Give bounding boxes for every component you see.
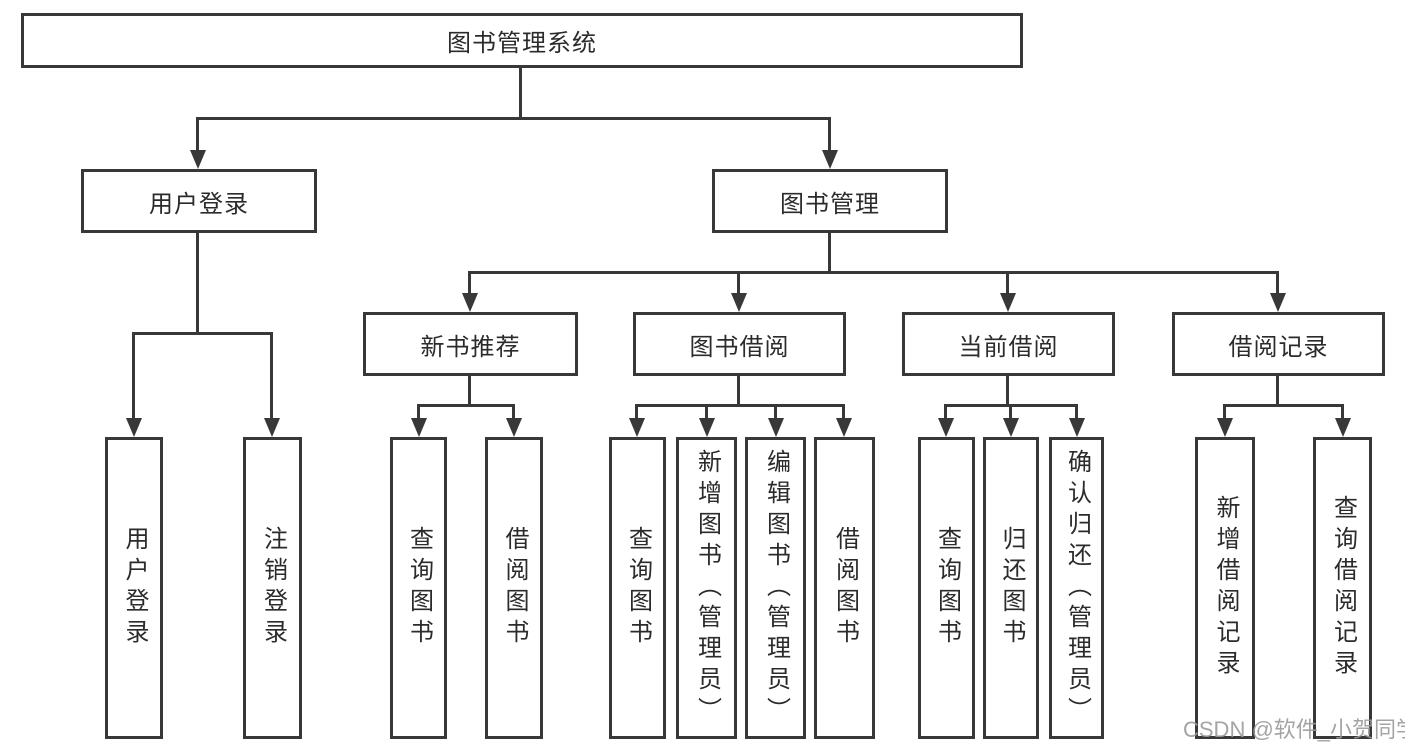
connector-line — [1006, 374, 1009, 407]
leaf-label: 用户登录 — [121, 526, 148, 650]
leaf-current-search-book: 查询图书 — [918, 437, 975, 739]
leaf-label: 新增借阅记录 — [1212, 495, 1239, 681]
leaf-label: 新增图书（管理员） — [693, 448, 721, 728]
arrow-down-icon — [1000, 293, 1016, 312]
leaf-recommend-search-book: 查询图书 — [390, 437, 447, 739]
arrow-down-icon — [836, 418, 852, 437]
arrow-down-icon — [768, 418, 784, 437]
leaf-logout: 注销登录 — [243, 437, 302, 739]
connector-line — [196, 230, 199, 335]
connector-line — [842, 404, 845, 424]
connector-line — [828, 117, 831, 153]
connector-line — [132, 332, 135, 422]
leaf-borrow-borrow-book: 借阅图书 — [814, 437, 875, 739]
connector-line — [417, 404, 420, 424]
connector-line — [1075, 404, 1078, 424]
arrow-down-icon — [264, 418, 280, 437]
connector-line — [417, 404, 515, 407]
leaf-current-confirm-return-admin: 确认归还（管理员） — [1049, 437, 1104, 739]
arrow-down-icon — [462, 293, 478, 312]
node-book-borrow: 图书借阅 — [633, 312, 846, 376]
connector-line — [519, 66, 522, 120]
connector-line — [774, 404, 777, 424]
arrow-down-icon — [731, 293, 747, 312]
leaf-borrow-search-book: 查询图书 — [609, 437, 666, 739]
connector-line — [468, 271, 1279, 274]
arrow-down-icon — [1003, 418, 1019, 437]
connector-line — [468, 374, 471, 407]
arrow-down-icon — [506, 418, 522, 437]
connector-line — [944, 404, 947, 424]
leaf-label: 借阅图书 — [831, 526, 859, 650]
leaf-borrow-add-book-admin: 新增图书（管理员） — [676, 437, 737, 739]
arrow-down-icon — [699, 418, 715, 437]
leaf-recommend-borrow-book: 借阅图书 — [485, 437, 543, 739]
node-borrow-record: 借阅记录 — [1172, 312, 1385, 376]
connector-line — [270, 332, 273, 422]
connector-line — [635, 404, 638, 424]
arrow-down-icon — [822, 150, 838, 169]
arrow-down-icon — [1069, 418, 1085, 437]
node-book-management: 图书管理 — [712, 169, 948, 233]
connector-line — [512, 404, 515, 424]
arrow-down-icon — [1217, 418, 1233, 437]
leaf-label: 编辑图书（管理员） — [762, 448, 790, 728]
connector-line — [468, 271, 471, 295]
connector-line — [737, 271, 740, 295]
arrow-down-icon — [629, 418, 645, 437]
leaf-record-add-record: 新增借阅记录 — [1195, 437, 1255, 739]
arrow-down-icon — [190, 150, 206, 169]
leaf-label: 借阅图书 — [501, 526, 528, 650]
node-root: 图书管理系统 — [21, 13, 1023, 68]
arrow-down-icon — [411, 418, 427, 437]
arrow-down-icon — [1335, 418, 1351, 437]
csdn-watermark: CSDN @软件_小贺同学 — [1183, 717, 1405, 742]
connector-line — [1276, 374, 1279, 407]
leaf-label: 注销登录 — [259, 526, 287, 650]
leaf-label: 归还图书 — [998, 526, 1025, 650]
connector-line — [1276, 271, 1279, 295]
connector-line — [1009, 404, 1012, 424]
connector-line — [635, 404, 845, 407]
connector-line — [1223, 404, 1344, 407]
connector-line — [196, 117, 831, 120]
connector-line — [132, 332, 273, 335]
leaf-label: 确认归还（管理员） — [1063, 448, 1091, 728]
connector-line — [1006, 271, 1009, 295]
leaf-borrow-edit-book-admin: 编辑图书（管理员） — [745, 437, 806, 739]
arrow-down-icon — [1270, 293, 1286, 312]
leaf-user-login: 用户登录 — [105, 437, 163, 739]
arrow-down-icon — [938, 418, 954, 437]
leaf-label: 查询图书 — [624, 526, 652, 650]
leaf-label: 查询图书 — [933, 526, 961, 650]
leaf-current-return-book: 归还图书 — [983, 437, 1039, 739]
node-new-book-recommend: 新书推荐 — [363, 312, 578, 376]
leaf-label: 查询图书 — [405, 526, 433, 650]
node-current-borrow: 当前借阅 — [902, 312, 1115, 376]
arrow-down-icon — [126, 418, 142, 437]
leaf-record-search-record: 查询借阅记录 — [1313, 437, 1372, 739]
connector-line — [828, 230, 831, 274]
leaf-label: 查询借阅记录 — [1329, 495, 1357, 681]
connector-line — [705, 404, 708, 424]
node-user-login: 用户登录 — [81, 169, 317, 233]
connector-line — [1341, 404, 1344, 424]
connector-line — [737, 374, 740, 407]
connector-line — [1223, 404, 1226, 424]
connector-line — [196, 117, 199, 153]
